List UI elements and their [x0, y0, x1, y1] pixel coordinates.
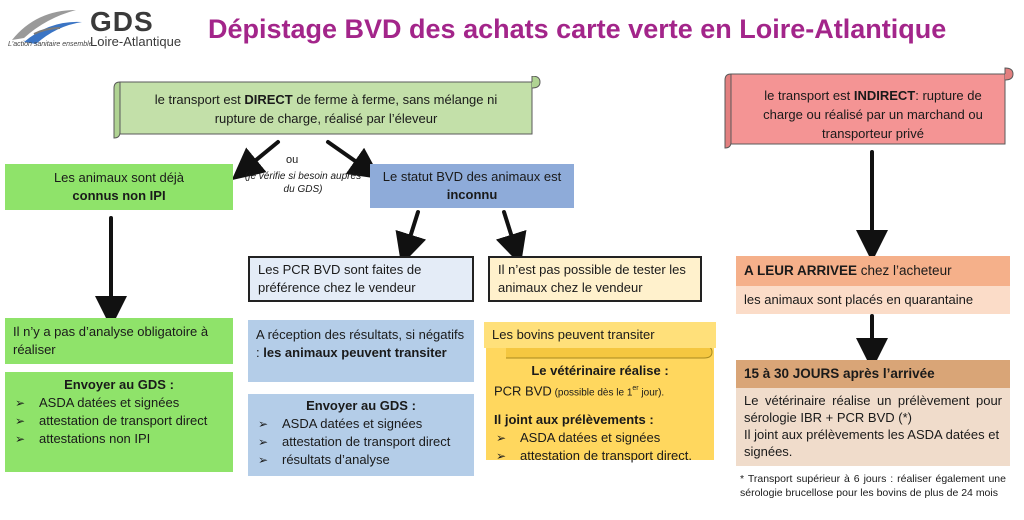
logo-name: GDS	[90, 6, 154, 37]
send-gds-left-box: Envoyer au GDS : ASDA datées et signées …	[5, 372, 233, 472]
or-note: (je vérifie si besoin auprès du GDS)	[244, 171, 362, 195]
send-mid-item: résultats d’analyse	[256, 451, 466, 469]
days-header: 15 à 30 JOURS après l’arrivée	[736, 360, 1010, 388]
send-gds-mid-box: Envoyer au GDS : ASDA datées et signées …	[248, 394, 474, 476]
direct-scroll-shape	[113, 76, 541, 139]
or-label: ou	[286, 154, 299, 166]
reception-results-box: A réception des résultats, si négatifs :…	[248, 320, 474, 382]
send-mid-item: attestation de transport direct	[256, 433, 466, 451]
page-title: Dépistage BVD des achats carte verte en …	[208, 14, 947, 44]
known-line1: Les animaux sont déjà	[53, 170, 185, 185]
vet-pcr-sup: er	[632, 385, 639, 392]
send-mid-item: ASDA datées et signées	[256, 415, 466, 433]
vet-item: ASDA datées et signées	[494, 429, 706, 447]
arrival-header: A LEUR ARRIVEE chez l’acheteur	[736, 256, 1010, 286]
vet-pcr-note-end: jour).	[638, 387, 665, 399]
days-body2: Il joint aux prélèvements les ASDA datée…	[744, 427, 1000, 459]
vet-item: attestation de transport direct.	[494, 447, 706, 465]
vet-pcr-note: (possible dès le 1	[551, 387, 633, 399]
send-left-item: attestations non IPI	[13, 430, 225, 448]
not-possible-box: Il n’est pas possible de tester les anim…	[488, 256, 702, 302]
unknown-bold: inconnu	[446, 187, 498, 202]
arrival-body: les animaux sont placés en quarantaine	[736, 286, 1010, 314]
indirect-bold: INDIRECT	[853, 88, 916, 103]
no-analysis-box: Il n’y a pas d’analyse obligatoire à réa…	[5, 318, 233, 364]
footnote: * Transport supérieur à 6 jours : réalis…	[740, 473, 1006, 499]
arrival-bold: A LEUR ARRIVEE	[744, 263, 858, 278]
indirect-suffix: : rupture de charge ou réalisé par un ma…	[763, 88, 983, 141]
direct-suffix: de ferme à ferme, sans mélange ni ruptur…	[214, 92, 498, 126]
days-body1: Le vétérinaire réalise un prélèvement po…	[744, 393, 1002, 425]
unknown-line1: Le statut BVD des animaux est	[382, 169, 562, 184]
vet-attach-title: Il joint aux prélèvements :	[494, 412, 654, 428]
indirect-transport-box: le transport est INDIRECT: rupture de ch…	[740, 86, 1006, 143]
direct-transport-box: le transport est DIRECT de ferme à ferme…	[128, 84, 524, 134]
gds-logo-swoosh-icon	[12, 10, 82, 44]
arrow-unknown-to-notpossible	[495, 210, 527, 266]
reception-bold: les animaux peuvent transiter	[263, 345, 447, 360]
direct-prefix: le transport est	[154, 92, 245, 107]
send-left-title: Envoyer au GDS :	[64, 377, 174, 392]
logo-region: Loire-Atlantique	[90, 34, 182, 49]
arrow-direct-to-known	[231, 140, 280, 181]
vet-pcr: PCR BVD	[494, 383, 552, 399]
arrival-rest: chez l’acheteur	[857, 263, 952, 278]
send-mid-title: Envoyer au GDS :	[306, 398, 416, 413]
indirect-scroll-shape	[724, 67, 1014, 149]
vet-box: Le vétérinaire réalise : PCR BVD (possib…	[486, 358, 714, 466]
logo-tagline: L'action sanitaire ensemble	[8, 41, 93, 48]
known-bold: connus non IPI	[72, 188, 166, 203]
days-body: Le vétérinaire réalise un prélèvement po…	[736, 388, 1010, 466]
send-left-item: ASDA datées et signées	[13, 394, 225, 412]
arrow-unknown-to-pcr	[395, 210, 427, 266]
send-left-item: attestation de transport direct	[13, 412, 225, 430]
reception-text: A réception des résultats, si négatifs :	[256, 327, 465, 360]
unknown-status-box: Le statut BVD des animaux est inconnu	[370, 164, 574, 208]
pcr-seller-box: Les PCR BVD sont faites de préférence ch…	[248, 256, 474, 302]
indirect-prefix: le transport est	[764, 88, 854, 103]
may-transit-box: Les bovins peuvent transiter	[484, 322, 716, 348]
direct-bold: DIRECT	[244, 92, 293, 107]
known-non-ipi-box: Les animaux sont déjà connus non IPI	[5, 164, 233, 210]
vet-title: Le vétérinaire réalise :	[531, 363, 669, 378]
arrow-direct-to-unknown	[326, 140, 382, 180]
